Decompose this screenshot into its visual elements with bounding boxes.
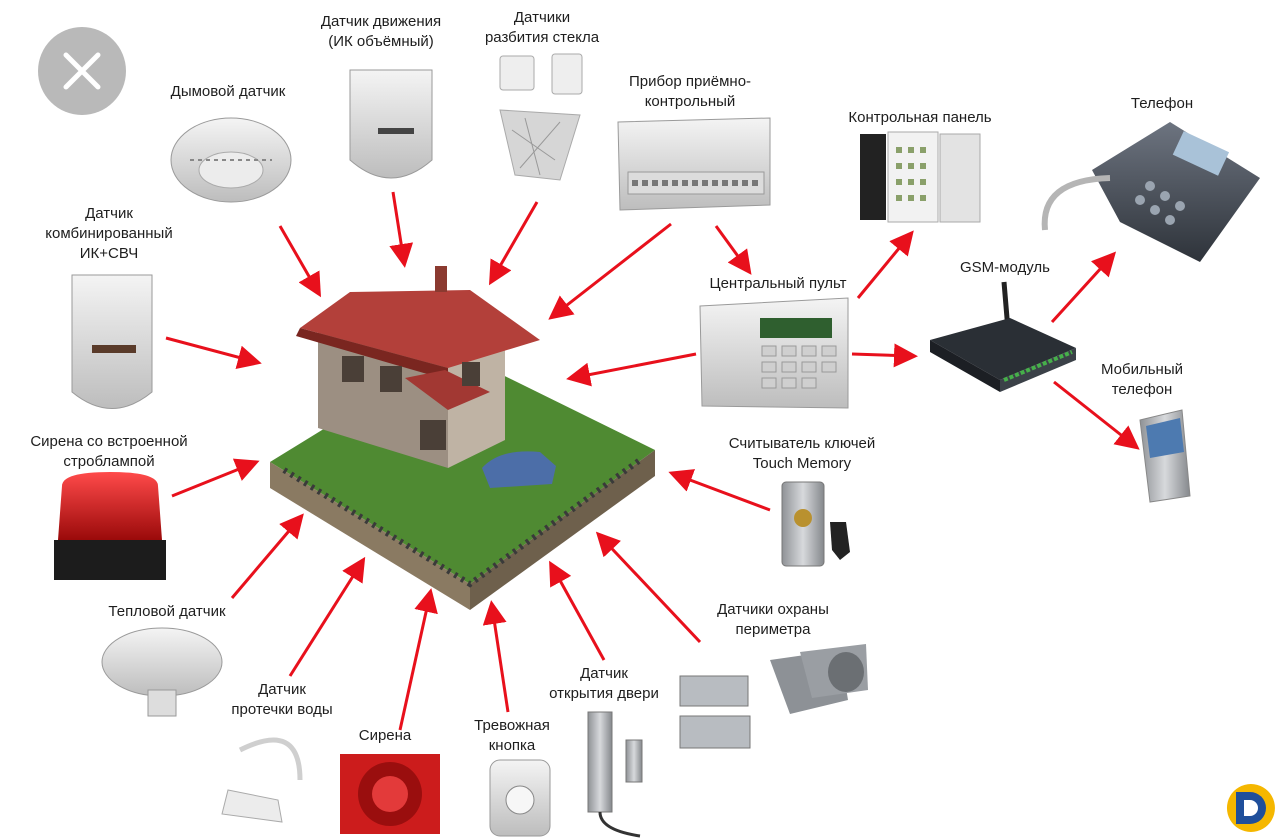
arrow-panic — [482, 600, 510, 713]
arrow-glass — [489, 201, 539, 286]
arrow-combined — [165, 336, 262, 369]
arrow-siren-strobe — [171, 458, 260, 498]
arrow-console-to-keypad — [856, 230, 914, 299]
arrow-panel-to-console — [714, 225, 752, 275]
label-phone: Телефон — [1130, 95, 1194, 112]
combined-detector-device — [71, 274, 153, 409]
motion-detector-device — [349, 69, 433, 179]
key-reader-device — [781, 481, 850, 567]
arrow-perimeter — [595, 531, 702, 644]
perimeter-sensors-device — [679, 644, 868, 749]
arrow-key-reader — [668, 469, 771, 512]
arrow-panel-to-house — [548, 222, 672, 320]
arrow-console-to-gsm — [851, 343, 918, 368]
arrow-gsm-to-phone — [1050, 251, 1117, 324]
label-heat-detector: Тепловой датчик — [108, 603, 226, 620]
arrow-gsm-to-mobile — [1053, 380, 1140, 450]
arrow-heat — [230, 513, 304, 599]
siren-device — [340, 754, 440, 834]
arrow-door — [549, 560, 606, 661]
arrows — [165, 191, 1140, 731]
central-console-device — [699, 297, 849, 409]
water-leak-device — [221, 737, 303, 823]
arrow-siren — [398, 588, 438, 731]
arrow-motion — [389, 191, 414, 268]
label-combined-detector: Датчик комбинированный ИК+СВЧ — [45, 205, 173, 262]
mobile-phone-device — [1139, 409, 1191, 503]
house-illustration — [270, 266, 655, 610]
label-gsm-module: GSM-модуль — [960, 259, 1050, 276]
label-glass-break: Датчики разбития стекла — [484, 9, 600, 46]
label-perimeter: Датчики охраны периметра — [717, 601, 829, 638]
label-central-console: Центральный пульт — [709, 275, 847, 292]
close-icon — [63, 52, 101, 90]
arrow-console-to-house — [566, 352, 697, 387]
siren-strobe-device — [54, 472, 166, 580]
gsm-module-device — [930, 281, 1076, 392]
door-sensor-device — [587, 711, 643, 838]
arrow-smoke — [278, 225, 321, 298]
label-smoke-detector: Дымовой датчик — [170, 83, 286, 100]
control-panel-device — [617, 117, 771, 211]
label-door-sensor: Датчик открытия двери — [549, 665, 659, 702]
panic-button-device — [489, 759, 551, 837]
glass-break-device — [499, 53, 583, 181]
close-button[interactable] — [38, 27, 126, 115]
label-control-panel-device: Прибор приёмно- контрольный — [628, 73, 752, 110]
label-motion-detector: Датчик движения (ИК объёмный) — [320, 13, 442, 50]
label-panic-button: Тревожная кнопка — [474, 717, 550, 754]
label-siren: Сирена — [358, 727, 412, 744]
label-mobile-phone: Мобильный телефон — [1101, 361, 1183, 398]
smoke-detector-device — [170, 117, 292, 203]
label-key-reader: Считыватель ключей Touch Memory — [728, 435, 876, 472]
label-siren-strobe: Сирена со встроенной строблампой — [30, 433, 188, 470]
keypad-device — [860, 131, 981, 223]
heat-detector-device — [101, 627, 223, 717]
app-logo-icon — [1226, 784, 1275, 832]
label-water-leak: Датчик протечки воды — [231, 681, 333, 718]
arrow-water — [288, 556, 366, 677]
label-keypad: Контрольная панель — [848, 109, 992, 126]
telephone-device — [1041, 122, 1260, 262]
